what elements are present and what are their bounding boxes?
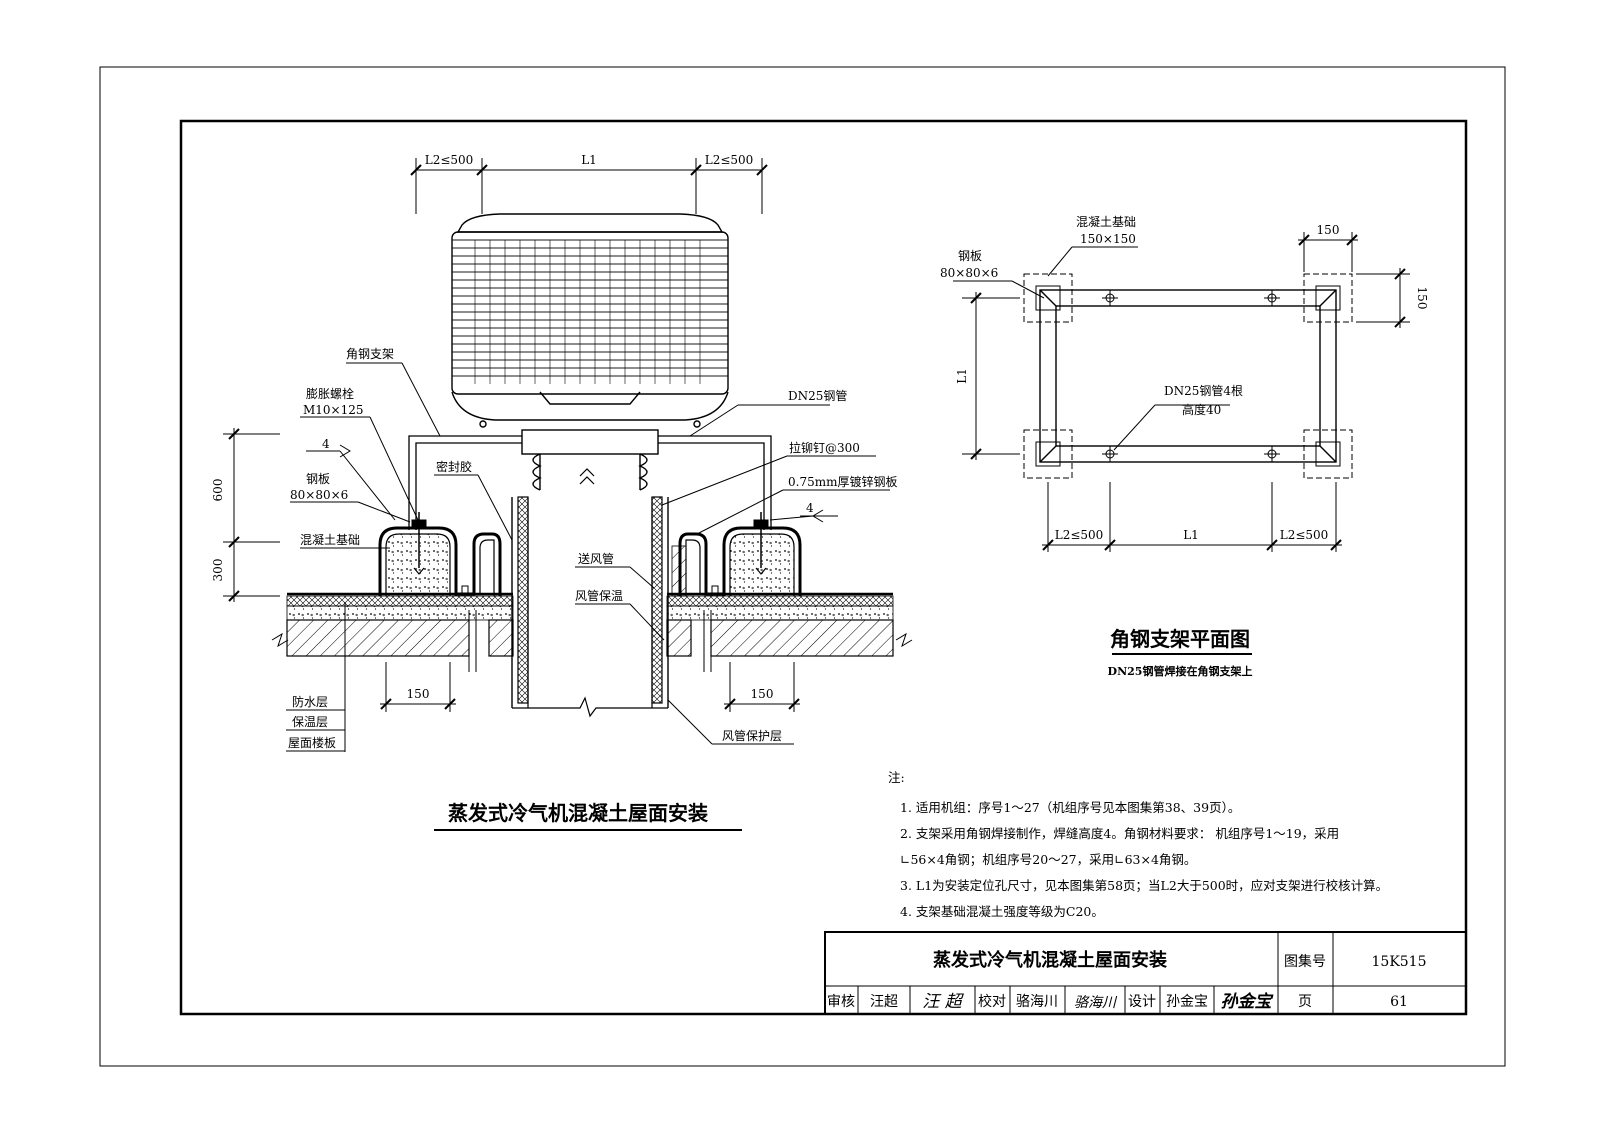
tb-design-label: 设计 bbox=[1128, 994, 1156, 1010]
tb-atlas-no-label: 图集号 bbox=[1284, 953, 1326, 970]
plan-bracket-frame bbox=[1039, 289, 1337, 463]
tb-atlas-no: 15K515 bbox=[1372, 954, 1427, 970]
layer-label-slab: 屋面楼板 bbox=[288, 735, 336, 750]
inner-border bbox=[179, 119, 1468, 1016]
layer-label-waterproof: 防水层 bbox=[292, 694, 328, 709]
angle-steel-bracket bbox=[408, 435, 772, 530]
plan-concrete-bases bbox=[1023, 273, 1353, 479]
title-block: 蒸发式冷气机混凝土屋面安装 图集号 15K515 审核 汪超 汪 超 校对 骆海… bbox=[824, 931, 1467, 1015]
label-supply-duct: 送风管 bbox=[578, 551, 614, 566]
plan-dim-bottom-l2-right: L2≤500 bbox=[1280, 528, 1329, 542]
note-3: 3. L1为安装定位孔尺寸，见本图集第58页；当L2大于500时，应对支架进行校… bbox=[900, 878, 1388, 893]
tb-designer-signature: 孙金宝 bbox=[1221, 992, 1275, 1012]
label-sealant: 密封胶 bbox=[436, 459, 472, 474]
label-expansion-bolt: 膨胀螺栓 bbox=[306, 386, 354, 401]
tb-reviewer-signature: 汪 超 bbox=[922, 992, 964, 1012]
layer-label-insulation: 保温层 bbox=[292, 715, 328, 729]
label-rivet: 拉铆钉@300 bbox=[789, 440, 860, 455]
roof-build-up bbox=[271, 592, 913, 672]
plan-label-pipes-height: 高度40 bbox=[1182, 402, 1221, 417]
supply-duct bbox=[511, 496, 669, 718]
concrete-base-right bbox=[722, 512, 802, 596]
plan-pipe-holes bbox=[1102, 290, 1280, 462]
dim-left-300: 300 bbox=[211, 559, 225, 582]
label-duct-insulation: 风管保温 bbox=[575, 588, 623, 603]
label-weld-left: 4 bbox=[322, 437, 330, 451]
plan-dim-right-150: 150 bbox=[1415, 287, 1429, 310]
plan-dim-bottom-l2-left: L2≤500 bbox=[1055, 528, 1104, 542]
dim-left-600: 600 bbox=[211, 479, 225, 502]
label-duct-protection: 风管保护层 bbox=[722, 728, 782, 743]
note-2: 2. 支架采用角钢焊接制作，焊缝高度4。角钢材料要求： 机组序号1～19，采用 bbox=[900, 826, 1339, 841]
plan-label-concrete-base-spec: 150×150 bbox=[1080, 232, 1136, 246]
plan-label-steel-plate-spec: 80×80×6 bbox=[940, 266, 998, 280]
tb-drawing-title: 蒸发式冷气机混凝土屋面安装 bbox=[933, 949, 1167, 971]
label-angle-bracket: 角钢支架 bbox=[346, 347, 394, 361]
tb-check-label: 校对 bbox=[978, 993, 1006, 1010]
plan-steel-plates bbox=[1035, 285, 1341, 467]
label-steel-plate-spec: 80×80×6 bbox=[290, 488, 348, 502]
note-4: 4. 支架基础混凝土强度等级为C20。 bbox=[900, 904, 1104, 919]
label-steel-plate: 钢板 bbox=[306, 472, 330, 486]
tb-designer: 孙金宝 bbox=[1166, 994, 1208, 1010]
plan-view: 150 150 L1 L2≤500 L1 L2≤500 混凝土基础 150×15… bbox=[940, 214, 1429, 678]
plan-label-steel-plate: 钢板 bbox=[958, 249, 982, 263]
outer-border bbox=[99, 66, 1506, 1067]
plan-title: 角钢支架平面图 bbox=[1110, 627, 1250, 651]
dim-top-l1: L1 bbox=[581, 153, 597, 167]
notes: 注: 1. 适用机组：序号1～27（机组序号见本图集第38、39页）。 2. 支… bbox=[888, 770, 1388, 919]
dim-top-l2-left: L2≤500 bbox=[425, 153, 474, 167]
elevation-view: L2≤500 L1 L2≤500 bbox=[211, 153, 913, 831]
tb-reviewer: 汪超 bbox=[870, 994, 898, 1010]
label-galv-sheet: 0.75mm厚镀锌钢板 bbox=[788, 475, 897, 489]
plan-dim-top-150: 150 bbox=[1317, 223, 1340, 237]
elevation-title: 蒸发式冷气机混凝土屋面安装 bbox=[448, 801, 708, 825]
concrete-base-left bbox=[378, 512, 458, 596]
plan-dim-bottom-l1: L1 bbox=[1183, 528, 1199, 542]
note-2-cont: ∟56×4角钢；机组序号20～27，采用∟63×4角钢。 bbox=[900, 852, 1196, 867]
plan-label-concrete-base: 混凝土基础 bbox=[1076, 214, 1136, 229]
plan-subtitle: DN25钢管焊接在角钢支架上 bbox=[1108, 664, 1253, 678]
plan-dim-left-l1: L1 bbox=[955, 368, 969, 384]
tb-checker: 骆海川 bbox=[1016, 994, 1058, 1010]
dim-top-l2-right: L2≤500 bbox=[705, 153, 754, 167]
label-expansion-bolt-spec: M10×125 bbox=[303, 403, 364, 417]
notes-heading: 注: bbox=[888, 770, 905, 785]
tb-page: 61 bbox=[1390, 994, 1408, 1010]
note-1: 1. 适用机组：序号1～27（机组序号见本图集第38、39页）。 bbox=[900, 800, 1240, 815]
label-weld-right: 4 bbox=[806, 501, 814, 515]
plan-label-pipes: DN25钢管4根 bbox=[1164, 383, 1243, 398]
label-dn25-pipe: DN25钢管 bbox=[788, 388, 847, 403]
tb-checker-signature: 骆海川 bbox=[1074, 995, 1118, 1011]
label-concrete-base: 混凝土基础 bbox=[300, 532, 360, 547]
dim-bottom-150-left: 150 bbox=[407, 687, 430, 701]
dim-bottom-150-right: 150 bbox=[751, 687, 774, 701]
galvanized-flashing bbox=[456, 532, 724, 597]
tb-review-label: 审核 bbox=[827, 994, 855, 1010]
evaporative-cooler-unit bbox=[451, 213, 729, 428]
tb-page-label: 页 bbox=[1298, 994, 1312, 1010]
